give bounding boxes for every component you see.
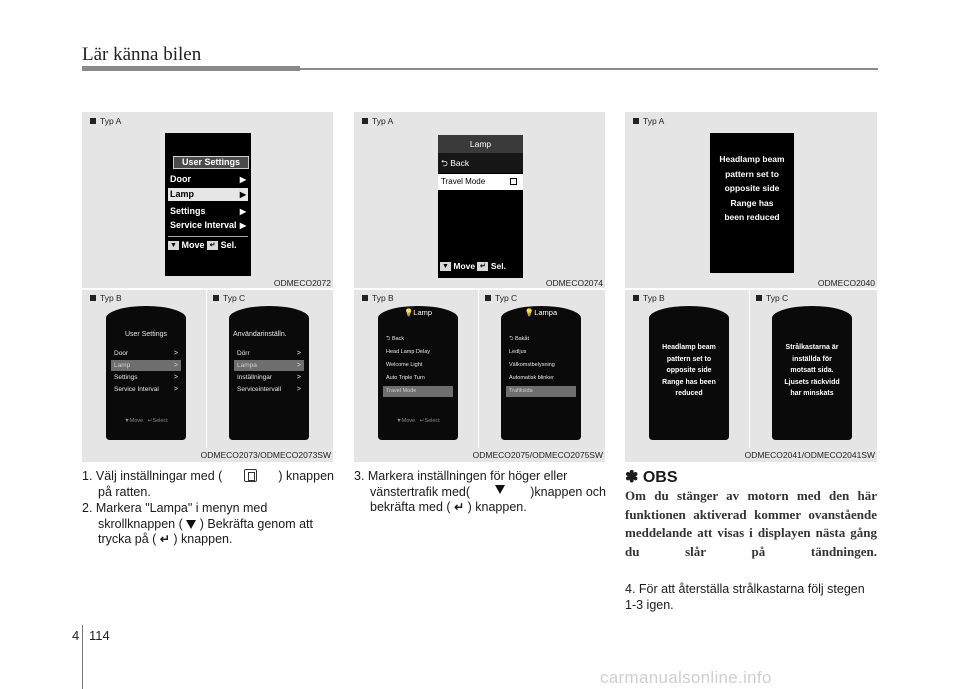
display-item: Serviceintervall> bbox=[237, 386, 301, 393]
step-3: 3. Markera inställningen för höger eller… bbox=[354, 469, 606, 514]
warning-message: Headlamp beam pattern set to opposite si… bbox=[719, 154, 785, 222]
display-item: ⮌ Back bbox=[386, 336, 405, 342]
display-item: Auto Triple Turn bbox=[386, 375, 425, 381]
display-item-selected: Lampa> bbox=[234, 360, 304, 371]
chevron-down-icon: ▼ bbox=[168, 241, 179, 251]
type-b-label: Typ B bbox=[90, 293, 122, 303]
display-item: Dörr> bbox=[237, 350, 301, 357]
display-item: ⮌ Bakåt bbox=[509, 336, 530, 342]
display-item: Welcome Light bbox=[386, 362, 423, 368]
figure-panel-1: Typ A User Settings Door▶ Lamp▶ Settings… bbox=[82, 112, 333, 462]
cluster-display-type-b: User Settings Door> Lamp> Settings> Serv… bbox=[106, 306, 186, 440]
display-item: Ledljus bbox=[509, 349, 527, 355]
type-a-label: Typ A bbox=[90, 116, 121, 126]
enter-icon: ↵ bbox=[207, 241, 219, 251]
cluster-screen-type-a: Headlamp beam pattern set to opposite si… bbox=[710, 133, 794, 273]
display-title: Användarinställn. bbox=[233, 331, 287, 338]
page-header-title: Lär känna bilen bbox=[82, 44, 202, 65]
display-item: Välkomstbelysning bbox=[509, 362, 555, 368]
menu-item-door: Door▶ bbox=[170, 174, 246, 184]
menu-item-service-interval: Service Interval▶ bbox=[170, 220, 246, 230]
chevron-down-icon: ▼ bbox=[440, 262, 451, 272]
figure-code-bottom: ODMECO2075/ODMECO2075SW bbox=[472, 450, 603, 460]
display-title: User Settings bbox=[124, 331, 168, 338]
header-rule-thick bbox=[82, 66, 300, 71]
cluster-display-type-c: 💡Lampa ⮌ Bakåt Ledljus Välkomstbelysning… bbox=[501, 306, 581, 440]
warning-message: Headlamp beam pattern set to opposite si… bbox=[662, 344, 716, 397]
menu-item-settings: Settings▶ bbox=[170, 206, 246, 216]
display-title: 💡Lamp bbox=[403, 308, 433, 317]
display-item: Automatisk blinker bbox=[509, 375, 554, 381]
figure-code-bottom: ODMECO2073/ODMECO2073SW bbox=[200, 450, 331, 460]
step-2: 2. Markera "Lampa" i menyn med skrollkna… bbox=[82, 501, 313, 546]
enter-icon: ↵ bbox=[454, 500, 465, 514]
note-heading: ✽ OBS bbox=[625, 469, 678, 486]
step-1: 1. Välj inställningar med () knappen på … bbox=[82, 469, 334, 499]
back-item: ⮌ Back bbox=[438, 153, 523, 173]
scroll-down-icon bbox=[495, 484, 506, 494]
note-text: Om du stänger av motorn med den här funk… bbox=[625, 488, 877, 559]
type-b-label: Typ B bbox=[362, 293, 394, 303]
type-c-label: Typ C bbox=[213, 293, 245, 303]
type-c-label: Typ C bbox=[756, 293, 788, 303]
enter-icon: ↵ bbox=[159, 532, 170, 546]
screen-footer: ▼ Move ↵ Sel. bbox=[438, 261, 523, 272]
page-number: 114 bbox=[89, 628, 110, 643]
type-a-label: Typ A bbox=[362, 116, 393, 126]
cluster-display-type-c: Användarinställn. Dörr> Lampa> Inställni… bbox=[229, 306, 309, 440]
cluster-screen-type-a: Lamp ⮌ Back Travel Mode ▼ Move ↵ Sel. bbox=[438, 135, 523, 278]
step-4: 4. För att återställa strålkastarna följ… bbox=[625, 582, 865, 612]
display-footer: ▼Move ↵Select bbox=[396, 418, 440, 424]
section-number: 4 bbox=[72, 628, 80, 643]
figure-code-top: ODMECO2072 bbox=[273, 278, 331, 288]
screen-title: User Settings bbox=[173, 156, 249, 169]
settings-button-icon bbox=[243, 469, 257, 482]
display-item-selected: Lamp> bbox=[111, 360, 181, 371]
display-footer: ▼Move ↵Select bbox=[124, 418, 168, 424]
cluster-screen-type-a: User Settings Door▶ Lamp▶ Settings▶ Serv… bbox=[165, 133, 251, 276]
footer-rule bbox=[82, 625, 83, 689]
display-item: Head Lamp Delay bbox=[386, 349, 431, 355]
type-a-label: Typ A bbox=[633, 116, 664, 126]
back-arrow-icon: ⮌ bbox=[441, 158, 448, 168]
checkbox-icon bbox=[510, 178, 517, 185]
scroll-down-icon bbox=[186, 519, 197, 529]
display-item: Settings> bbox=[114, 374, 178, 381]
figure-code-top: ODMECO2074 bbox=[545, 278, 603, 288]
warning-message: Strålkastarna är inställda för motsatt s… bbox=[784, 344, 840, 397]
figure-code-bottom: ODMECO2041/ODMECO2041SW bbox=[744, 450, 875, 460]
type-c-label: Typ C bbox=[485, 293, 517, 303]
display-title: 💡Lampa bbox=[524, 308, 558, 317]
type-b-label: Typ B bbox=[633, 293, 665, 303]
figure-code-top: ODMECO2040 bbox=[817, 278, 875, 288]
figure-panel-2: Typ A Lamp ⮌ Back Travel Mode ▼ Move ↵ S… bbox=[354, 112, 605, 462]
display-item-selected: Trafiksida bbox=[506, 386, 576, 397]
display-item-selected: Travel Mode bbox=[383, 386, 453, 397]
header-rule-thin bbox=[300, 68, 878, 70]
cluster-display-type-c: Strålkastarna är inställda för motsatt s… bbox=[772, 306, 852, 440]
figure-panel-3: Typ A Headlamp beam pattern set to oppos… bbox=[625, 112, 877, 462]
bulb-icon: 💡 bbox=[403, 308, 414, 317]
enter-icon: ↵ bbox=[477, 262, 489, 272]
display-item: Inställningar> bbox=[237, 374, 301, 381]
watermark: carmanualsonline.info bbox=[600, 668, 772, 687]
screen-footer: ▼ Move ↵ Sel. bbox=[168, 240, 237, 251]
menu-item-lamp: Lamp▶ bbox=[168, 188, 248, 201]
screen-title: Lamp bbox=[438, 135, 523, 153]
bulb-icon: 💡 bbox=[524, 308, 535, 317]
display-item: Service Interval> bbox=[114, 386, 178, 393]
display-item: Door> bbox=[114, 350, 178, 357]
menu-item-travel-mode: Travel Mode bbox=[438, 174, 523, 190]
cluster-display-type-b: 💡Lamp ⮌ Back Head Lamp Delay Welcome Lig… bbox=[378, 306, 458, 440]
cluster-display-type-b: Headlamp beam pattern set to opposite si… bbox=[649, 306, 729, 440]
